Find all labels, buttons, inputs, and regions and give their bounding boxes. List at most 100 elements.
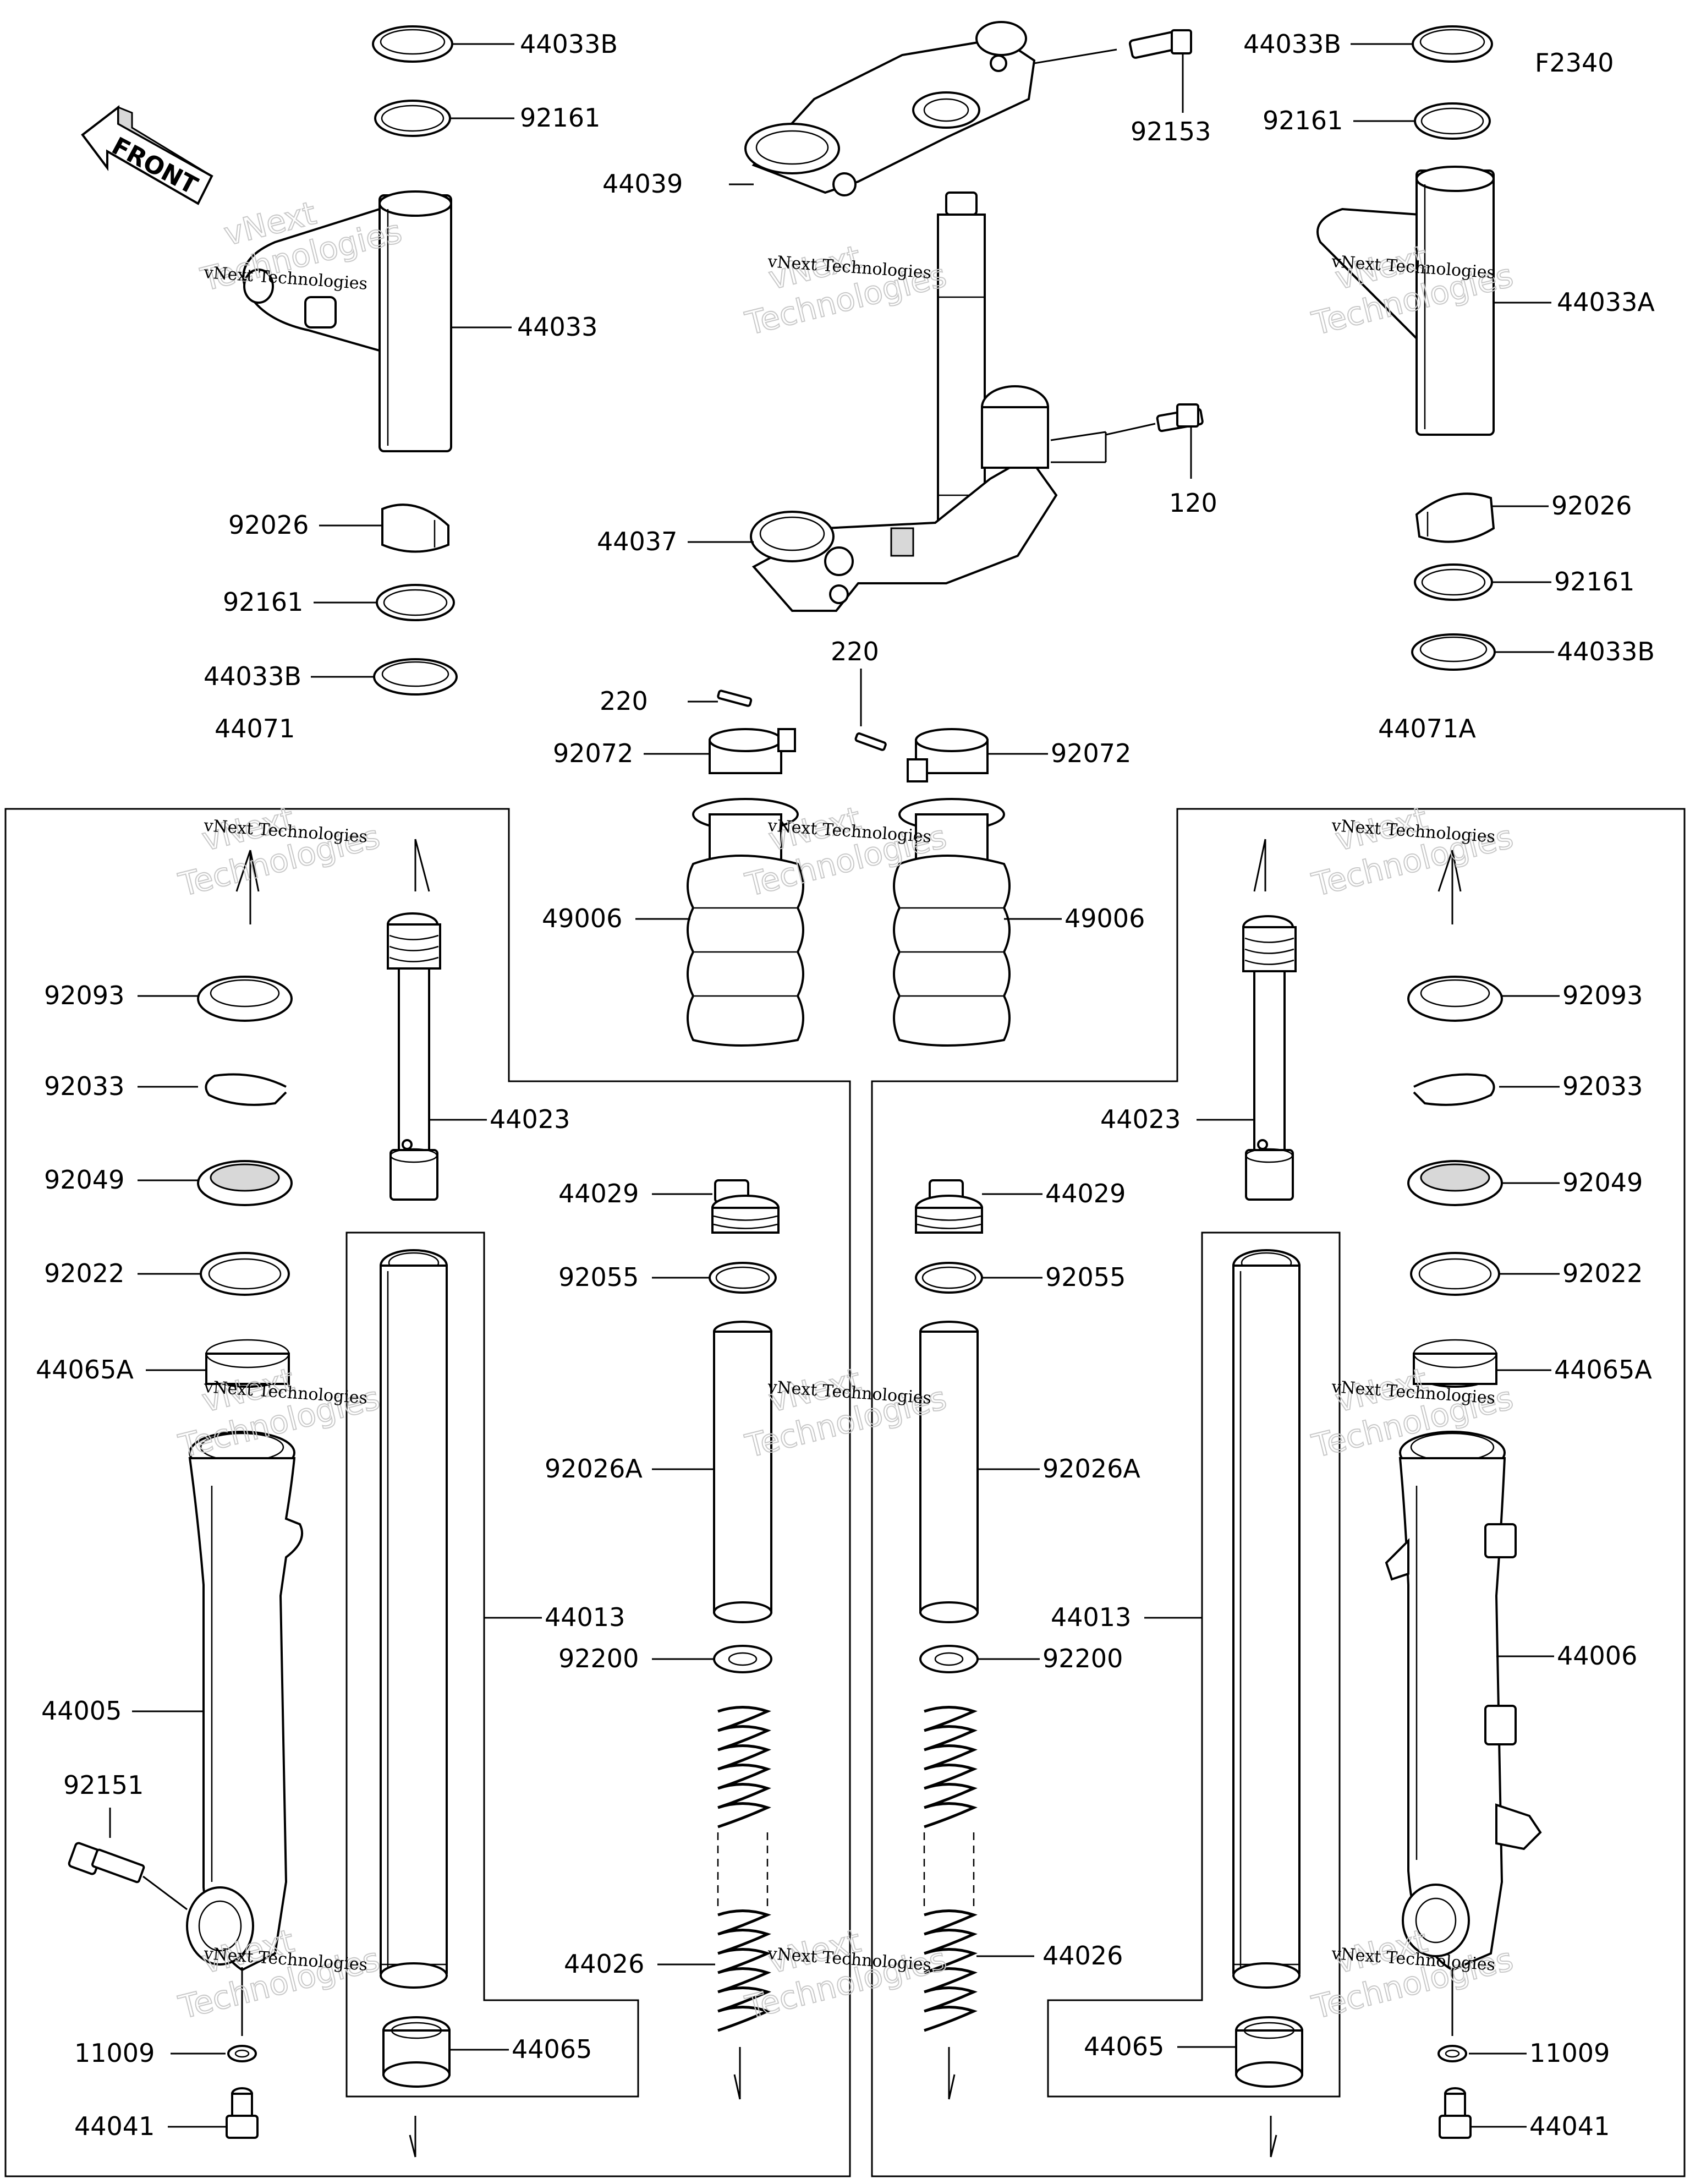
label-220-left: 220 [600,686,648,716]
label-44033A: 44033A [1557,287,1655,317]
label-92161-top-left: 92161 [520,103,600,133]
part-92026A-spacer-right [919,1321,979,1623]
part-44065A-left [205,1339,290,1388]
part-92055-oring-right [915,1262,983,1294]
part-92151-bolt [68,1842,145,1884]
label-44006: 44006 [1557,1641,1637,1671]
part-49006-boot-left [687,798,804,1047]
label-44037: 44037 [597,527,677,556]
label-44033: 44033 [517,312,597,342]
label-44065-right: 44065 [1084,2032,1164,2061]
label-92049-right: 92049 [1562,1168,1643,1197]
part-92026-right [1415,492,1495,543]
label-92033-left: 92033 [44,1071,124,1101]
part-steering-stem [937,191,986,535]
part-92200-washer-right [919,1645,979,1673]
part-220-screw-top [854,732,887,751]
label-44026-left: 44026 [564,1949,644,1979]
label-44065-left: 44065 [512,2034,592,2064]
label-44013-right: 44013 [1051,1602,1131,1632]
label-92049-left: 92049 [44,1165,124,1195]
label-92151: 92151 [63,1770,144,1800]
figure-code: F2340 [1535,48,1614,78]
part-44033B-right [1411,633,1496,671]
part-92072-clamp-left [709,728,796,774]
part-92200-washer-left [713,1645,772,1673]
label-92022-right: 92022 [1562,1258,1643,1288]
part-44037-lower-clamp [750,385,1058,612]
part-220-screw-left [717,689,753,707]
label-92026A-left: 92026A [545,1454,643,1484]
label-44065A-right: 44065A [1554,1355,1652,1384]
label-44023-right: 44023 [1100,1104,1181,1134]
part-92093-left [197,976,293,1022]
right-fork-group-frame [871,808,1686,2177]
label-92161-left: 92161 [223,587,303,617]
label-44071: 44071 [215,714,295,743]
part-92049-right [1407,1160,1503,1206]
label-44029-right: 44029 [1045,1179,1126,1208]
label-92161-right: 92161 [1554,567,1634,596]
right-inner-tube-frame [1047,1231,1341,2098]
label-92026-right: 92026 [1551,491,1632,521]
label-44041-left: 44041 [74,2111,155,2141]
front-direction-arrow: FRONT [81,105,213,205]
label-92153: 92153 [1131,117,1211,146]
part-44029-cap-right [915,1179,983,1234]
part-44029-cap-left [711,1179,780,1234]
label-44033B-top-left: 44033B [520,29,618,59]
left-inner-tube-frame [345,1231,639,2098]
label-44023-left: 44023 [490,1104,570,1134]
part-92026-left [381,503,449,553]
part-44033-headlight-bracket [242,190,452,452]
part-44026-spring-left [717,1706,771,2032]
label-44065A-left: 44065A [36,1355,134,1384]
part-92033-left [205,1073,287,1106]
part-44041-bolt-left [226,2087,259,2139]
label-44029-left: 44029 [558,1179,639,1208]
part-44013-inner-tube-left [380,1249,448,1989]
part-44005-outer-tube [186,1431,303,1972]
label-11009-left: 11009 [74,2038,155,2068]
label-92033-right: 92033 [1562,1071,1643,1101]
label-220-top: 220 [831,637,879,666]
label-44071A: 44071A [1378,714,1476,743]
part-44013-inner-tube-right [1232,1249,1301,1989]
part-92049-left [197,1160,293,1206]
label-92022-left: 92022 [44,1258,124,1288]
part-49006-boot-right [893,798,1011,1047]
part-44041-bolt-right [1439,2087,1472,2139]
label-92026A-right: 92026A [1042,1454,1140,1484]
part-44026-spring-right [923,1706,978,2032]
part-44039-upper-clamp [744,21,1036,196]
label-49006-left: 49006 [542,904,622,933]
part-92153-bolt [1128,29,1192,59]
label-92072-right: 92072 [1051,738,1131,768]
part-44033A-headlight-bracket [1316,166,1495,436]
label-49006-right: 49006 [1065,904,1145,933]
part-92161-right [1414,563,1493,601]
label-92072-left: 92072 [553,738,633,768]
part-92093-right [1407,976,1503,1022]
label-44005: 44005 [41,1696,122,1726]
label-44033B-left: 44033B [204,661,301,691]
label-44013-left: 44013 [545,1602,625,1632]
part-44065-bushing-left [382,2016,451,2088]
label-44041-right: 44041 [1529,2111,1610,2141]
part-92022-left [200,1252,290,1296]
part-92022-right [1410,1252,1500,1296]
part-44023-damper-left [387,839,441,1201]
part-120-bolt [1156,403,1204,433]
part-44033B-top-left [372,25,453,63]
part-44023-damper-right [1242,839,1297,1201]
label-92026-left: 92026 [228,510,309,540]
part-92161-left [376,584,455,621]
label-92200-right: 92200 [1042,1644,1123,1673]
part-92055-oring-left [709,1262,777,1294]
part-11009-washer-left [227,2045,257,2062]
label-11009-right: 11009 [1529,2038,1610,2068]
label-92161-top-right: 92161 [1263,106,1343,135]
label-120: 120 [1169,488,1217,518]
label-44033B-top-right: 44033B [1243,29,1341,59]
